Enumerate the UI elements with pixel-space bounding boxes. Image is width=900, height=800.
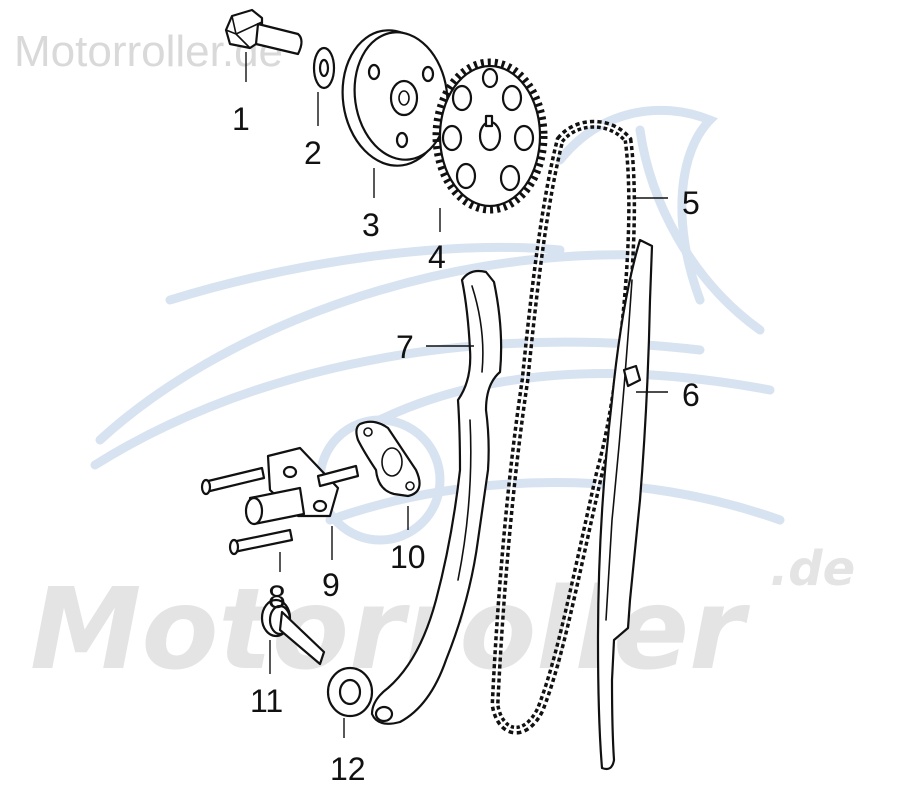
chain-guide-icon (596, 238, 668, 771)
callout-8: 8 (268, 579, 286, 615)
pivot-washer-icon (326, 666, 374, 738)
callout-7: 7 (396, 329, 414, 365)
callout-2: 2 (304, 135, 322, 171)
callout-3: 3 (362, 207, 380, 243)
callout-4: 4 (428, 239, 446, 275)
pivot-bolt-icon (260, 598, 326, 674)
bolt-icon (224, 8, 303, 82)
tensioner-gasket-icon (355, 420, 421, 530)
watermark-suffix-text: .de (770, 541, 855, 597)
callout-6: 6 (682, 377, 700, 413)
tensioner-bolts-icon (200, 466, 294, 572)
timing-chain-icon (490, 119, 668, 735)
sprocket-plate-icon (341, 29, 449, 198)
tensioner-arm-icon (370, 269, 503, 725)
watermark-logo (90, 105, 785, 545)
callout-9: 9 (322, 567, 340, 603)
callout-12: 12 (330, 751, 366, 787)
callout-11: 11 (250, 683, 283, 719)
washer-icon (312, 46, 336, 126)
watermark-main-text: Motorroller (30, 565, 751, 695)
callout-10: 10 (390, 539, 426, 575)
cam-sprocket-icon (432, 58, 548, 232)
callout-1: 1 (232, 101, 250, 137)
chain-tensioner-icon (244, 446, 360, 560)
callout-5: 5 (682, 185, 700, 221)
